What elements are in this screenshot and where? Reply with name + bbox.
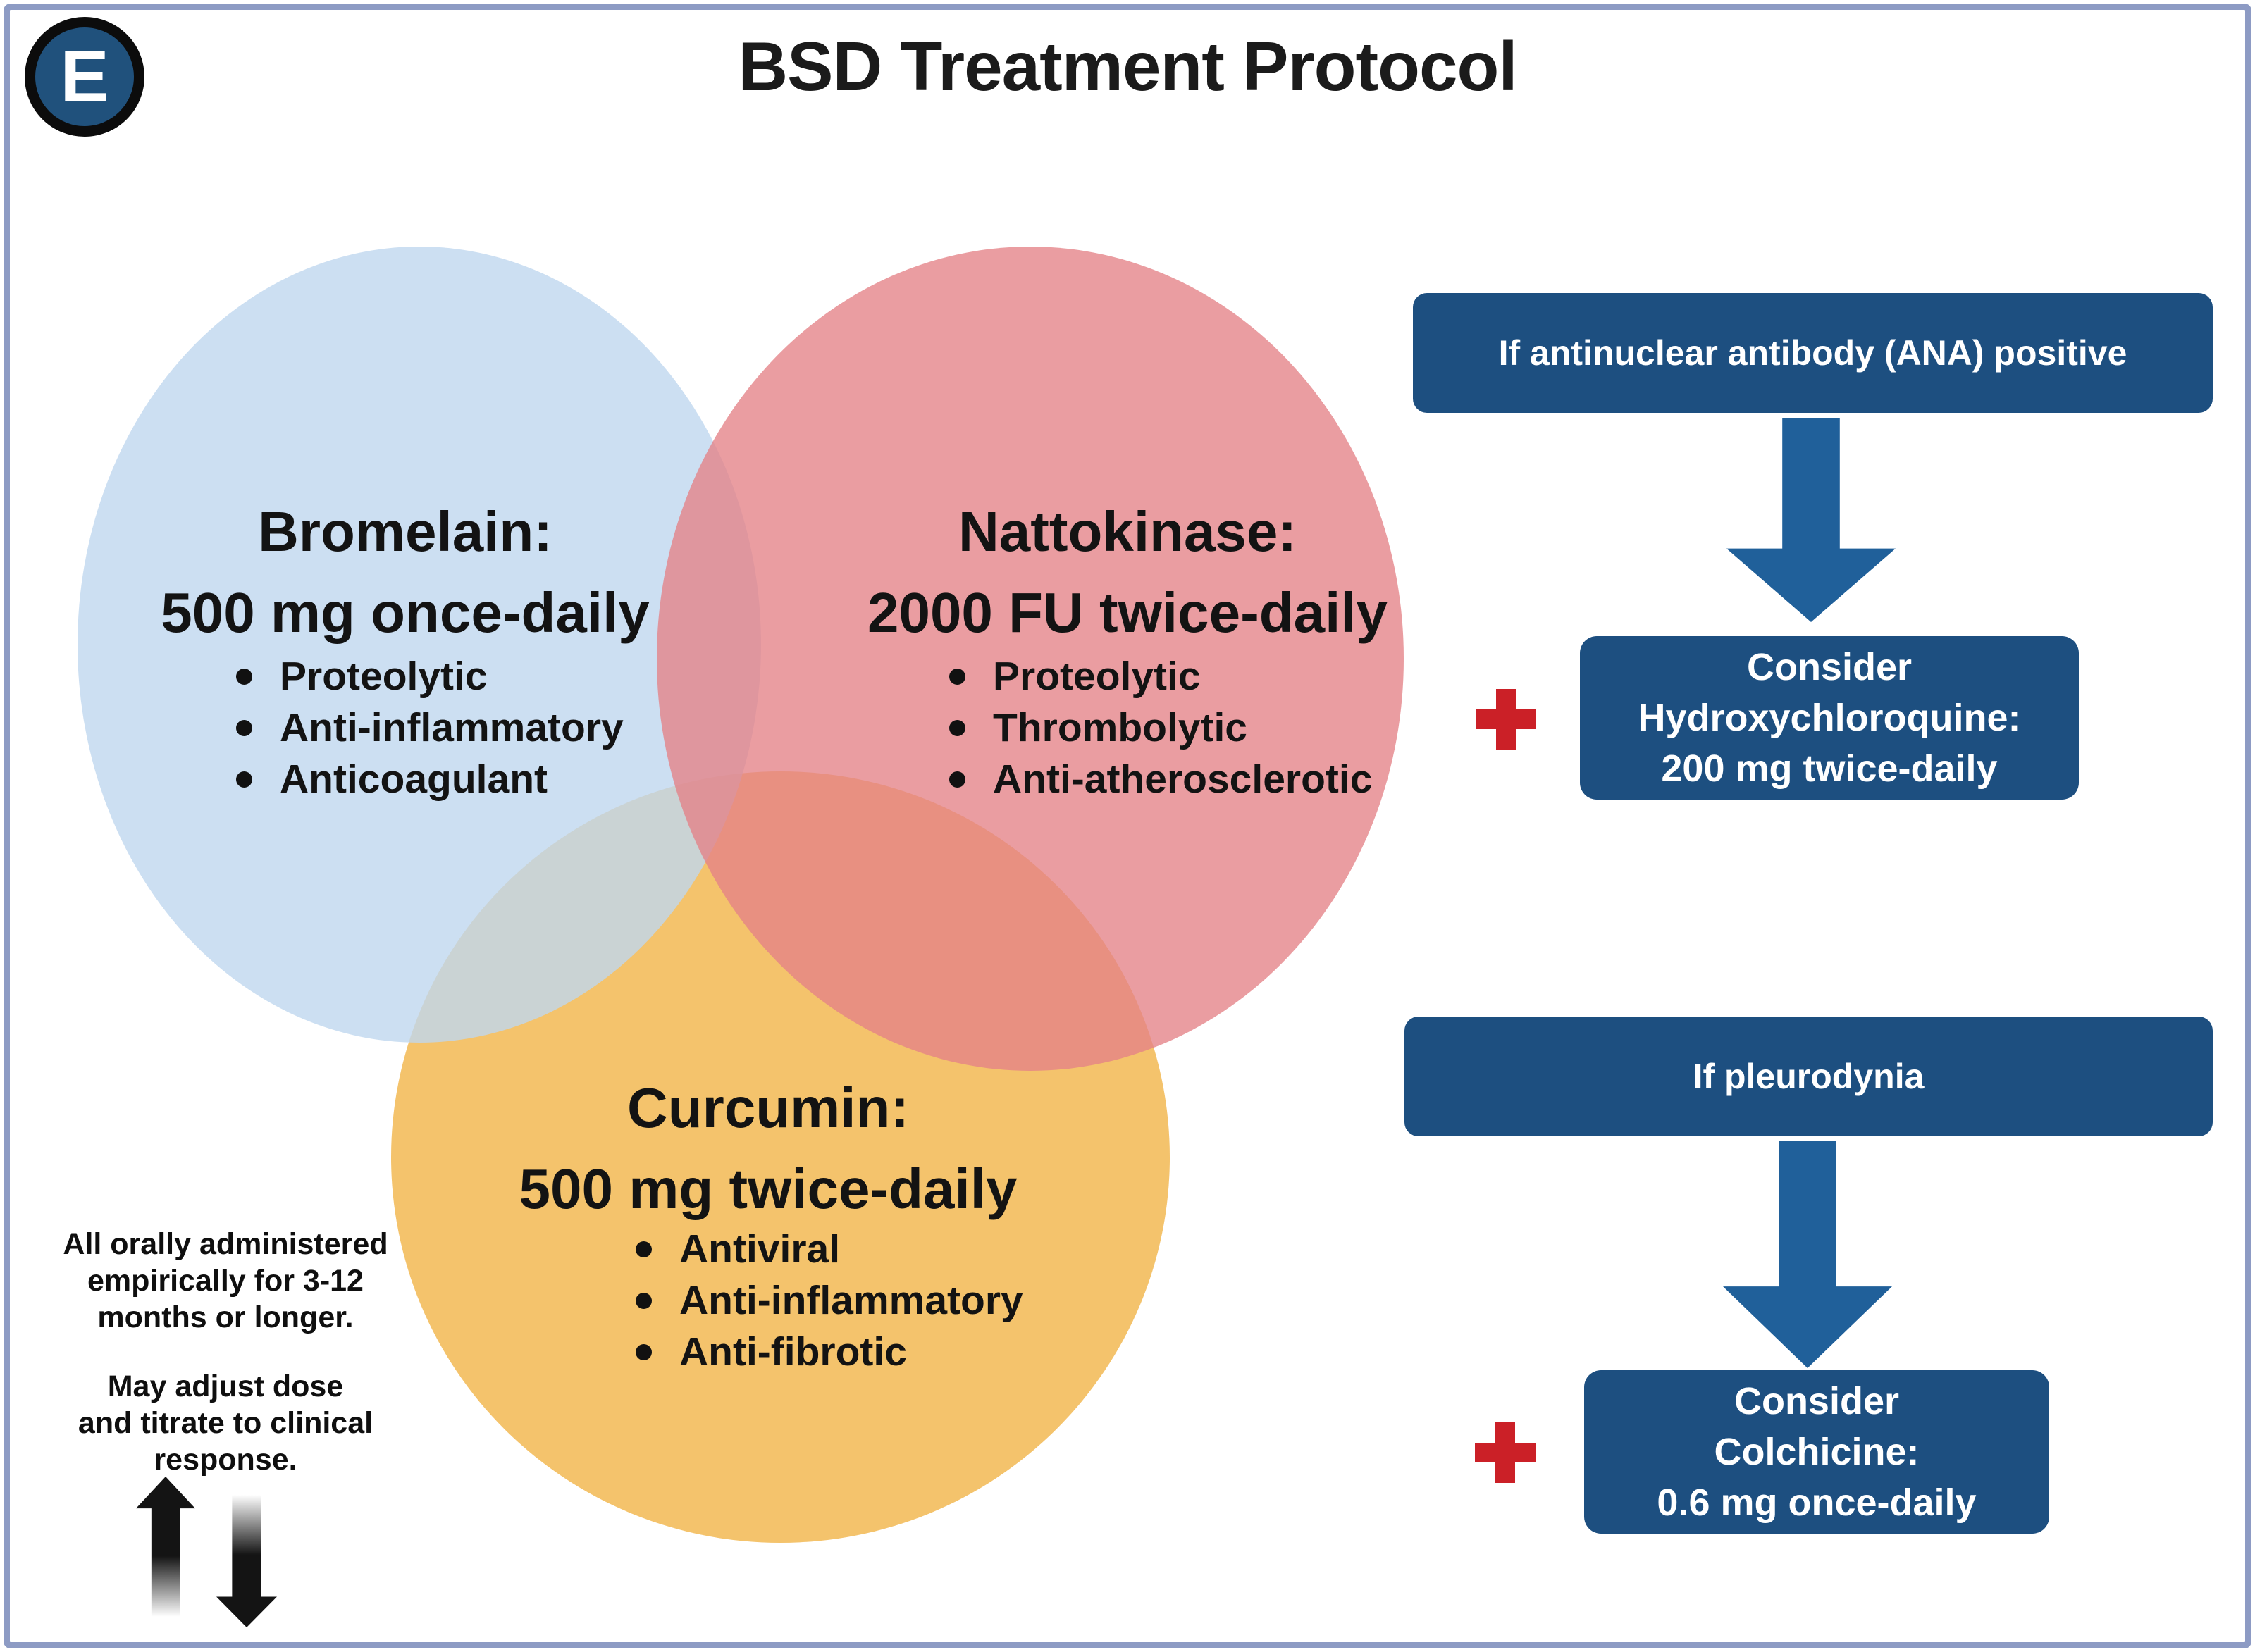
panel-label: E bbox=[60, 36, 109, 118]
bromelain-heading: Bromelain: 500 mg once-daily bbox=[161, 500, 650, 644]
bullet-item: Anti-fibrotic bbox=[634, 1327, 1023, 1378]
bullet-item: Anticoagulant bbox=[235, 754, 624, 805]
bullet-item: Antiviral bbox=[634, 1224, 1023, 1275]
bullet-item: Anti-inflammatory bbox=[634, 1275, 1023, 1327]
nattokinase-heading: Nattokinase: 2000 FU twice-daily bbox=[867, 500, 1388, 644]
venn-circle-nattokinase bbox=[657, 247, 1404, 1071]
plus-bar-horizontal bbox=[1475, 1443, 1536, 1462]
bromelain-bullet-list: Proteolytic Anti-inflammatory Anticoagul… bbox=[235, 651, 624, 805]
drug-box-hydroxychloroquine: Consider Hydroxychloroquine: 200 mg twic… bbox=[1580, 636, 2079, 800]
curcumin-bullet-list: Antiviral Anti-inflammatory Anti-fibroti… bbox=[634, 1224, 1023, 1378]
bullet-item: Anti-inflammatory bbox=[235, 702, 624, 754]
drug-box-colchicine: Consider Colchicine: 0.6 mg once-daily bbox=[1584, 1370, 2049, 1534]
administration-note: All orally administered empirically for … bbox=[63, 1227, 388, 1334]
plus-bar-horizontal bbox=[1476, 709, 1536, 729]
figure-title: BSD Treatment Protocol bbox=[738, 27, 1517, 105]
bullet-item: Thrombolytic bbox=[948, 702, 1372, 754]
condition-box-ana: If antinuclear antibody (ANA) positive bbox=[1413, 293, 2213, 413]
figure-frame bbox=[4, 4, 2251, 1648]
drug-label: Consider Colchicine: 0.6 mg once-daily bbox=[1657, 1380, 1977, 1524]
plus-icon bbox=[1476, 689, 1536, 750]
plus-icon bbox=[1475, 1422, 1536, 1483]
bullet-item: Proteolytic bbox=[948, 651, 1372, 702]
condition-label: If pleurodynia bbox=[1693, 1057, 1925, 1096]
venn-circle-bromelain bbox=[78, 247, 761, 1043]
curcumin-heading: Curcumin: 500 mg twice-daily bbox=[519, 1076, 1018, 1220]
bullet-item: Proteolytic bbox=[235, 651, 624, 702]
bullet-item: Anti-atherosclerotic bbox=[948, 754, 1372, 805]
condition-label: If antinuclear antibody (ANA) positive bbox=[1498, 333, 2127, 373]
titration-note: May adjust dose and titrate to clinical … bbox=[78, 1370, 373, 1477]
nattokinase-bullet-list: Proteolytic Thrombolytic Anti-atheroscle… bbox=[948, 651, 1372, 805]
drug-label: Consider Hydroxychloroquine: 200 mg twic… bbox=[1638, 646, 2021, 790]
condition-box-pleurodynia: If pleurodynia bbox=[1404, 1017, 2213, 1136]
